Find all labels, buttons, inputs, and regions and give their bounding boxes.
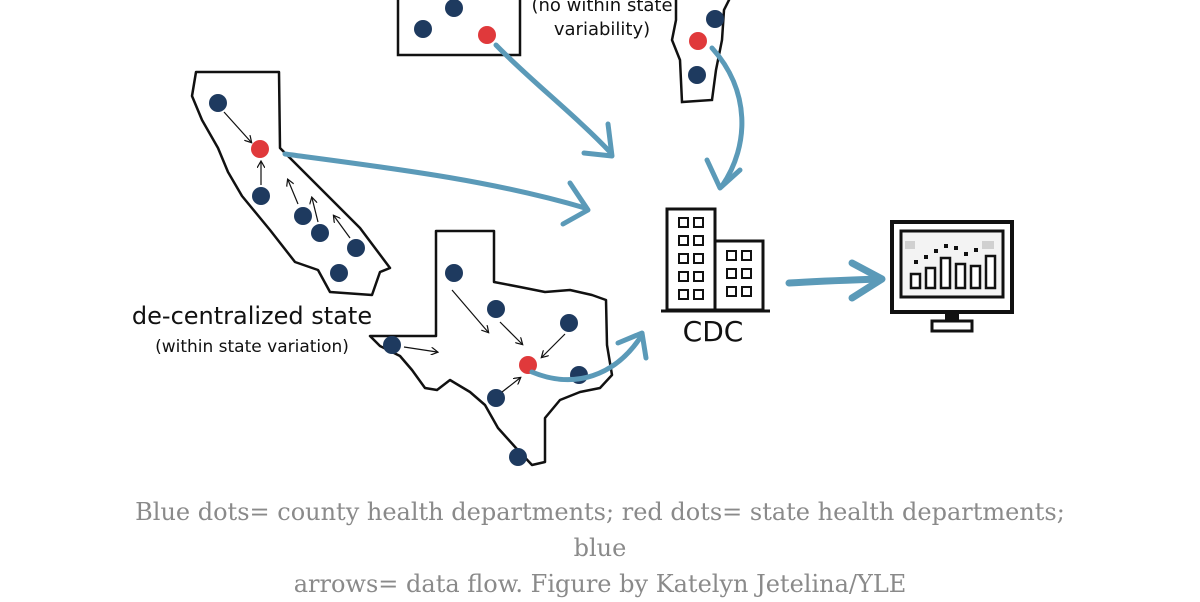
figure-caption: Blue dots= county health departments; re… bbox=[120, 494, 1080, 602]
county-to-state-arrow bbox=[451, 289, 488, 332]
county-dot bbox=[487, 389, 505, 407]
county-to-state-arrow bbox=[403, 346, 437, 352]
cdc-label: CDC bbox=[683, 315, 744, 348]
county-dot bbox=[487, 300, 505, 318]
county-to-state-arrow bbox=[542, 333, 566, 357]
top-note-line1: (no within state bbox=[531, 0, 672, 16]
dashboard-trend-dots bbox=[914, 244, 978, 264]
county-dot bbox=[311, 224, 329, 242]
state-map-california bbox=[190, 70, 392, 297]
state-dot bbox=[689, 32, 707, 50]
state-map-texas bbox=[368, 229, 614, 467]
data-flow-arrows bbox=[282, 42, 886, 382]
data-flow-arrow-top-right bbox=[709, 45, 745, 189]
county-to-state-arrow bbox=[223, 111, 251, 142]
building-icon bbox=[661, 207, 770, 313]
data-flow-arrow-to-dashboard bbox=[785, 275, 882, 287]
county-dot bbox=[706, 10, 724, 28]
state-map-top-left bbox=[396, 0, 522, 57]
state-dot bbox=[519, 356, 537, 374]
county-dot bbox=[252, 187, 270, 205]
county-dot bbox=[445, 264, 463, 282]
county-dot bbox=[414, 20, 432, 38]
county-to-state-arrow bbox=[312, 198, 319, 223]
county-dot bbox=[445, 0, 463, 17]
county-to-state-arrow bbox=[501, 378, 520, 393]
county-dot bbox=[509, 448, 527, 466]
state-dot bbox=[478, 26, 496, 44]
county-dot bbox=[330, 264, 348, 282]
data-flow-arrow-texas bbox=[529, 335, 643, 382]
decentralized-subtitle: (within state variation) bbox=[155, 337, 349, 357]
caption-line-1: Blue dots= county health departments; re… bbox=[135, 498, 1065, 562]
county-dot bbox=[294, 207, 312, 225]
county-dot bbox=[383, 336, 401, 354]
top-note-line2: variability) bbox=[554, 19, 650, 40]
dashboard-bars bbox=[909, 254, 997, 290]
county-dot bbox=[688, 66, 706, 84]
county-to-state-arrow bbox=[288, 180, 299, 205]
decentralized-title: de-centralized state bbox=[132, 302, 372, 330]
caption-line-2: arrows= data flow. Figure by Katelyn Jet… bbox=[293, 570, 907, 598]
data-flow-arrow-california bbox=[282, 151, 588, 211]
county-dot bbox=[347, 239, 365, 257]
county-to-state-arrow bbox=[499, 321, 522, 344]
data-flow-arrow-top-left bbox=[493, 42, 613, 155]
county-dot bbox=[209, 94, 227, 112]
state-dot bbox=[251, 140, 269, 158]
county-dot bbox=[560, 314, 578, 332]
computer-monitor-icon bbox=[890, 220, 1014, 333]
county-to-state-arrow bbox=[334, 216, 351, 239]
state-map-top-right bbox=[670, 0, 731, 104]
